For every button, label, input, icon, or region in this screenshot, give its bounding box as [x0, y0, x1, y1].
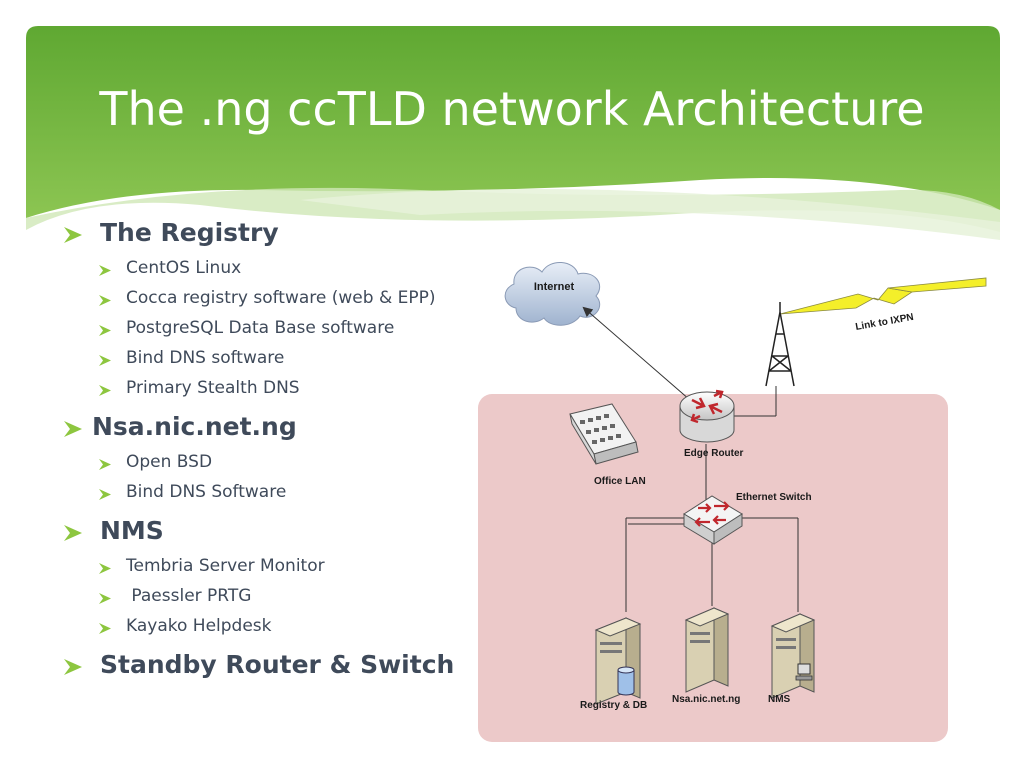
chevron-right-icon [99, 295, 111, 306]
sub-bullet: Open BSD [62, 450, 482, 480]
bullet-label: Standby Router & Switch [100, 650, 455, 679]
nsa-server-label: Nsa.nic.net.ng [672, 694, 740, 705]
bullet-list: The Registry CentOS Linux Cocca registry… [62, 216, 482, 688]
ethernet-switch: Ethernet Switch [683, 492, 812, 545]
chevron-right-icon [99, 593, 111, 604]
sub-bullet: CentOS Linux [62, 256, 482, 286]
internet-cloud: Internet [504, 262, 601, 326]
slide-title: The .ng ccTLD network Architecture [99, 82, 925, 136]
sub-bullet-text: PostgreSQL Data Base software [126, 318, 395, 338]
chevron-right-icon [64, 421, 82, 437]
sub-bullet: Kayako Helpdesk [62, 614, 482, 644]
nms-server: NMS [768, 613, 816, 705]
sub-bullet: Bind DNS software [62, 346, 482, 376]
bullet-registry: The Registry [62, 216, 482, 256]
edge-router-label: Edge Router [684, 448, 744, 459]
network-links [582, 306, 799, 612]
chevron-right-icon [99, 325, 111, 336]
internet-label: Internet [534, 281, 575, 293]
bullet-label: NMS [100, 516, 164, 545]
bullet-standby: Standby Router & Switch [62, 648, 482, 688]
registry-db-server: Registry & DB [580, 617, 647, 711]
sub-bullet: Paessler PRTG [62, 584, 482, 614]
chevron-right-icon [99, 623, 111, 634]
chevron-right-icon [64, 525, 82, 541]
chevron-right-icon [99, 489, 111, 500]
network-zone [478, 394, 948, 742]
sub-bullet: Primary Stealth DNS [62, 376, 482, 406]
bullet-label: The Registry [100, 218, 279, 247]
sub-bullet: Tembria Server Monitor [62, 554, 482, 584]
nms-server-label: NMS [768, 694, 791, 705]
office-lan-label: Office LAN [594, 476, 646, 487]
chevron-right-icon [99, 385, 111, 396]
sub-bullet-text: Tembria Server Monitor [126, 556, 325, 576]
sub-bullet-text: Open BSD [126, 452, 213, 472]
registry-db-label: Registry & DB [580, 700, 647, 711]
router-arrows-icon [690, 389, 724, 424]
sub-bullet-text: CentOS Linux [126, 258, 242, 278]
chevron-right-icon [64, 227, 82, 243]
sub-bullet: Bind DNS Software [62, 480, 482, 510]
monitor-icon [795, 663, 813, 681]
bullet-label: Nsa.nic.net.ng [92, 412, 297, 441]
title-banner [26, 26, 1000, 240]
sub-bullet-text: Bind DNS Software [126, 482, 287, 502]
sub-bullet: Cocca registry software (web & EPP) [62, 286, 482, 316]
office-lan-device: Office LAN [569, 403, 646, 487]
switch-arrows-icon [694, 501, 730, 527]
chevron-right-icon [99, 355, 111, 366]
bullet-nms: NMS [62, 514, 482, 554]
chevron-right-icon [99, 459, 111, 470]
sub-bullet-text: Kayako Helpdesk [126, 616, 272, 636]
database-icon [617, 666, 635, 696]
network-diagram: Internet Link to IXPN Office LAN [476, 246, 987, 746]
sub-bullet-text: Bind DNS software [126, 348, 285, 368]
antenna-tower [765, 302, 795, 387]
chevron-right-icon [64, 659, 82, 675]
sub-bullet: PostgreSQL Data Base software [62, 316, 482, 346]
sub-bullet-text: Primary Stealth DNS [126, 378, 300, 398]
nsa-server: Nsa.nic.net.ng [672, 607, 740, 705]
chevron-right-icon [99, 563, 111, 574]
sub-bullet-text: Cocca registry software (web & EPP) [126, 288, 436, 308]
chevron-right-icon [99, 265, 111, 276]
edge-router: Edge Router [679, 389, 744, 459]
bullet-nsa: Nsa.nic.net.ng [62, 410, 482, 450]
sub-bullet-text: Paessler PRTG [126, 586, 252, 606]
ethernet-switch-label: Ethernet Switch [736, 492, 812, 503]
